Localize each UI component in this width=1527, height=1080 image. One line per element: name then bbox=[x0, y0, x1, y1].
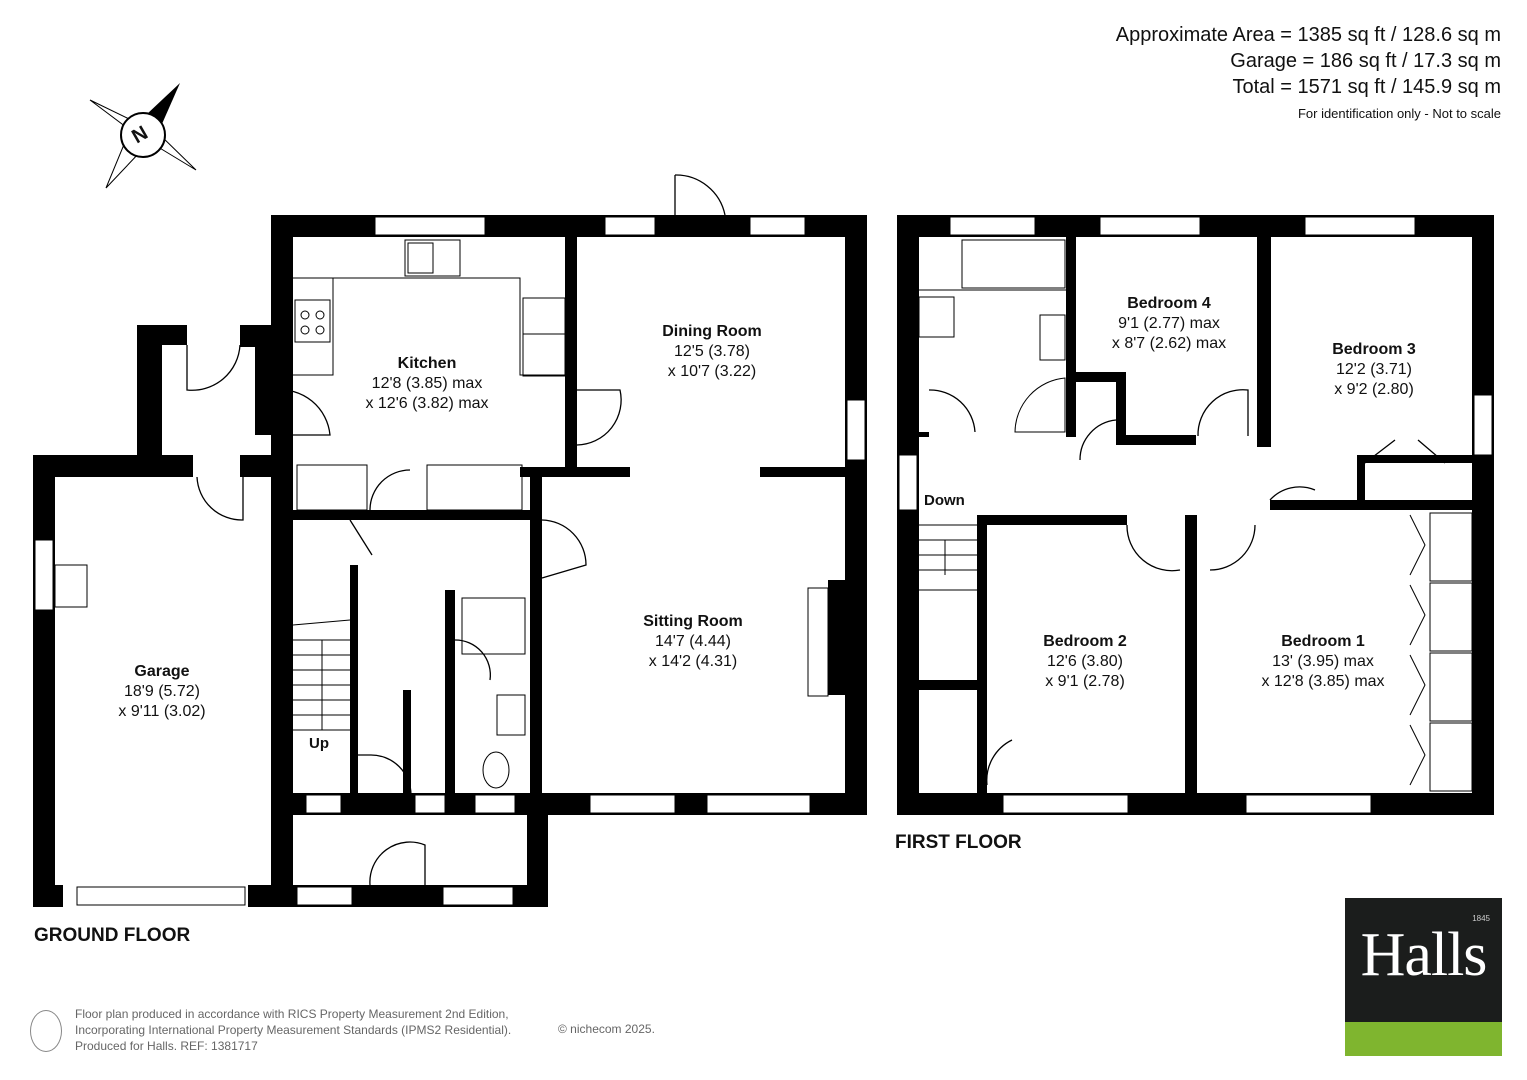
logo-year: 1845 bbox=[1472, 914, 1490, 923]
room-name: Bedroom 1 bbox=[1281, 633, 1365, 650]
room-name: Sitting Room bbox=[643, 613, 743, 630]
room-kitchen: Kitchen 12'8 (3.85) max x 12'6 (3.82) ma… bbox=[365, 354, 488, 414]
compass-icon bbox=[89, 83, 197, 189]
room-name: Dining Room bbox=[662, 323, 762, 340]
footer-line: Incorporating International Property Mea… bbox=[75, 1023, 512, 1037]
room-name: Kitchen bbox=[397, 355, 457, 372]
room-dimension: x 10'7 (3.22) bbox=[667, 363, 757, 380]
footer-line: Produced for Halls. REF: 1381717 bbox=[75, 1039, 258, 1053]
doors bbox=[186, 174, 1446, 886]
room-name: Garage bbox=[134, 663, 190, 680]
room-dimension: x 9'2 (2.80) bbox=[1334, 381, 1414, 398]
logo-wordmark: Halls bbox=[1360, 921, 1488, 989]
windows bbox=[34, 216, 1493, 906]
logo-accent-bar bbox=[1345, 1022, 1502, 1056]
stairs-down-label: Down bbox=[924, 492, 965, 509]
room-bedroom-1: Bedroom 1 13' (3.95) max x 12'8 (3.85) m… bbox=[1261, 632, 1384, 692]
room-dimension: 12'6 (3.80) bbox=[1046, 653, 1123, 670]
room-dimension: x 12'6 (3.82) max bbox=[365, 395, 489, 412]
room-dimension: x 8'7 (2.62) max bbox=[1111, 335, 1227, 352]
room-bedroom-3: Bedroom 3 12'2 (3.71) x 9'2 (2.80) bbox=[1332, 340, 1416, 400]
room-name: Bedroom 4 bbox=[1127, 295, 1211, 312]
room-bedroom-4: Bedroom 4 9'1 (2.77) max x 8'7 (2.62) ma… bbox=[1112, 294, 1226, 354]
area-line-total: Total = 1571 sq ft / 145.9 sq m bbox=[1232, 76, 1502, 98]
area-line-garage: Garage = 186 sq ft / 17.3 sq m bbox=[1230, 50, 1501, 72]
fixtures bbox=[54, 239, 1473, 792]
room-sitting: Sitting Room 14'7 (4.44) x 14'2 (4.31) bbox=[643, 612, 743, 672]
halls-logo: Halls 1845 bbox=[1345, 898, 1502, 1056]
area-line-approx: Approximate Area = 1385 sq ft / 128.6 sq… bbox=[1115, 24, 1501, 46]
first-floor-label: FIRST FLOOR bbox=[895, 832, 1022, 853]
room-bedroom-2: Bedroom 2 12'6 (3.80) x 9'1 (2.78) bbox=[1043, 632, 1127, 692]
scale-note: For identification only - Not to scale bbox=[1297, 106, 1501, 121]
room-dimension: 12'5 (3.78) bbox=[673, 343, 750, 360]
footer-notes: Floor plan produced in accordance with R… bbox=[75, 1006, 511, 1054]
stairs-up-label: Up bbox=[309, 735, 329, 752]
room-dimension: 12'2 (3.71) bbox=[1335, 361, 1412, 378]
room-dimension: 9'1 (2.77) max bbox=[1118, 315, 1220, 332]
copyright: © nichecom 2025. bbox=[558, 1022, 655, 1036]
room-garage: Garage 18'9 (5.72) x 9'11 (3.02) bbox=[118, 662, 205, 722]
room-dimension: 13' (3.95) max bbox=[1272, 653, 1374, 670]
ground-floor-label: GROUND FLOOR bbox=[34, 925, 191, 946]
footer-line: Floor plan produced in accordance with R… bbox=[75, 1007, 509, 1021]
area-summary: Approximate Area = 1385 sq ft / 128.6 sq… bbox=[1116, 22, 1501, 121]
room-dining: Dining Room 12'5 (3.78) x 10'7 (3.22) bbox=[662, 322, 762, 382]
room-dimension: 14'7 (4.44) bbox=[654, 633, 731, 650]
room-dimension: x 12'8 (3.85) max bbox=[1261, 673, 1385, 690]
room-dimension: 18'9 (5.72) bbox=[124, 683, 200, 700]
room-dimension: x 9'11 (3.02) bbox=[118, 703, 206, 720]
room-dimension: 12'8 (3.85) max bbox=[371, 375, 483, 392]
person-icon bbox=[30, 1010, 62, 1052]
room-dimension: x 9'1 (2.78) bbox=[1045, 673, 1125, 690]
room-name: Bedroom 2 bbox=[1043, 633, 1127, 650]
room-dimension: x 14'2 (4.31) bbox=[648, 653, 738, 670]
room-name: Bedroom 3 bbox=[1332, 341, 1416, 358]
